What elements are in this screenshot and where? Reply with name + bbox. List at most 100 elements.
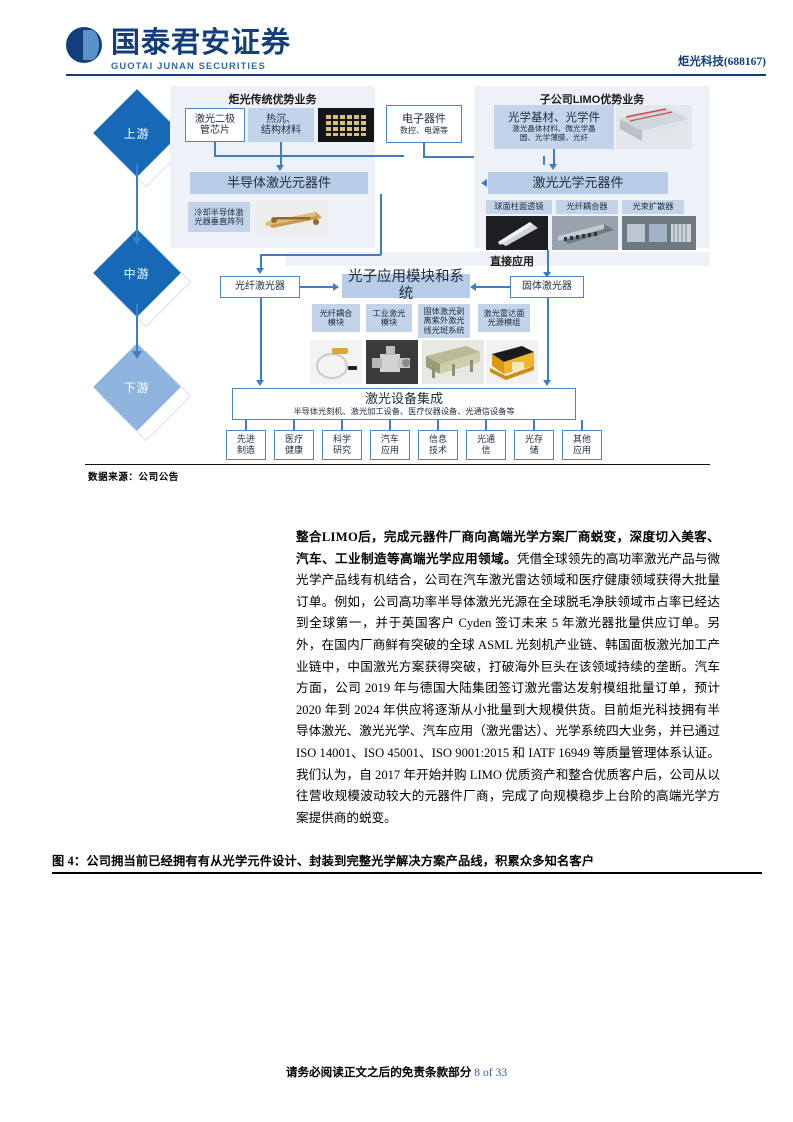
- fiber-module-icon: [310, 340, 362, 384]
- arrow-fiber-to-integration: [256, 380, 264, 386]
- body-paragraph: 整合LIMO后，完成元器件厂商向高端光学方案厂商蜕变，深度切入美客、汽车、工业制…: [296, 527, 720, 829]
- box-lidar-light-source: 激光雷达面 光源模组: [478, 304, 530, 332]
- bar-laser-optics-component: 激光光学元器件: [488, 172, 668, 194]
- app-automotive: 汽车 应用: [370, 430, 410, 460]
- box-laser-equipment-integration: 激光设备集成 半导体光刻机、激光加工设备、医疗仪器设备、光通信设备等: [232, 388, 576, 420]
- conn-bus-to-component: [280, 155, 282, 166]
- direct-application-title: 直接应用: [490, 256, 534, 268]
- spine-upstream-to-midstream: [132, 164, 142, 245]
- footer-page-number: 8 of 33: [474, 1066, 508, 1079]
- app-other: 其他 应用: [562, 430, 602, 460]
- image-optical-wafer: [616, 105, 692, 149]
- company-logo: 国泰君安证券 GUOTAI JUNAN SECURITIES: [66, 27, 291, 71]
- image-industrial-module: [366, 340, 418, 384]
- body-main-text: 凭借全球领先的高功率激光产品与微光学产品线有机结合，公司在汽车激光雷达领域和医疗…: [296, 551, 720, 825]
- laser-bar-icon: [256, 200, 328, 236]
- app-scientific-research: 科学 研究: [322, 430, 362, 460]
- arrow-solid-to-modules: [470, 283, 476, 291]
- conn-solid-laser-down: [547, 298, 549, 382]
- lidar-module-icon: [486, 340, 538, 384]
- conn-optics-down: [553, 149, 555, 165]
- lens-icon: [486, 216, 548, 250]
- box-laser-diode-chip: 激光二极 管芯片: [185, 108, 245, 142]
- box-industrial-laser-module: 工业激光 模块: [366, 304, 412, 332]
- conn-semiconductor-to-direct: [380, 194, 382, 255]
- arrow-to-solid-laser: [543, 272, 551, 278]
- image-lidar-module: [486, 340, 538, 384]
- conn-left-bus-down: [260, 254, 381, 256]
- app-optical-storage: 光存 储: [514, 430, 554, 460]
- conn-fiber-to-modules: [300, 286, 334, 288]
- electronics-title: 电子器件: [402, 113, 446, 126]
- app-optical-communication: 光通 信: [466, 430, 506, 460]
- industry-chain-diagram: 上游 中游 下游 炬光传统优势业务 激光二极 管芯片 热沉、 结构材料: [90, 82, 710, 462]
- box-spherical-cylindrical-lens: 球面柱面透镜: [486, 200, 552, 214]
- stage-upstream-label: 上游: [123, 126, 151, 141]
- stage-midstream-label: 中游: [123, 266, 151, 281]
- conn-left-to-fiber-laser: [260, 254, 262, 270]
- optics-title: 光学基材、光学件: [508, 111, 600, 124]
- conn-app-3: [389, 420, 391, 430]
- figure-source-note: 数据来源：公司公告: [88, 473, 179, 483]
- optics-sub: 激光晶体材料、微光学晶 圆、光学薄膜、光纤: [512, 123, 596, 142]
- industrial-module-icon: [366, 340, 418, 384]
- image-diode-array: [318, 108, 374, 142]
- panel-direct-application: [286, 252, 710, 266]
- arrow-solid-to-integration: [543, 380, 551, 386]
- image-lift-off-system: [422, 340, 484, 384]
- integration-title: 激光设备集成: [364, 390, 443, 406]
- conn-app-1: [293, 420, 295, 430]
- brand-name-en: GUOTAI JUNAN SECURITIES: [111, 60, 266, 71]
- conn-optics-to-solid-laser: [547, 250, 549, 274]
- conn-app-0: [245, 420, 247, 430]
- page-footer: 请务必阅读正文之后的免责条款部分 8 of 33: [0, 1064, 793, 1080]
- box-electronic-devices: 电子器件 数控、电源等: [386, 105, 462, 143]
- box-fiber-coupler: 光纤耦合器: [556, 200, 618, 214]
- conn-chip-down: [214, 142, 216, 156]
- optical-wafer-icon: [616, 105, 692, 149]
- image-laser-bar: [256, 200, 328, 236]
- logo-mark-icon: [66, 27, 102, 63]
- box-fiber-coupling-module: 光纤耦合 模块: [312, 304, 360, 332]
- box-heatsink-material: 热沉、 结构材料: [248, 108, 314, 142]
- arrow-fiber-to-modules: [333, 283, 339, 291]
- arrow-to-laser-optics-component: [549, 164, 557, 170]
- panel-traditional-title: 炬光传统优势业务: [228, 94, 317, 106]
- image-fiber-module: [310, 340, 362, 384]
- bar-photonic-modules-systems: 光子应用模块和系统: [342, 269, 470, 302]
- box-optical-substrate: 光学基材、光学件 激光晶体材料、微光学晶 圆、光学薄膜、光纤: [494, 105, 614, 149]
- figure-4-caption: 图 4：公司拥当前已经拥有有从光学元件设计、封装到完整光学解决方案产品线，积累众…: [52, 854, 595, 868]
- box-fiber-laser: 光纤激光器: [220, 276, 300, 298]
- arrow-to-semiconductor-component: [276, 165, 284, 171]
- brand-name-cn: 国泰君安证券: [111, 27, 292, 59]
- header-stock-label: 炬光科技(688167): [677, 56, 766, 68]
- panel-limo-title: 子公司LIMO优势业务: [539, 94, 645, 106]
- figure-bottom-divider: [85, 464, 710, 465]
- box-solid-laser: 固体激光器: [510, 276, 584, 298]
- spine-midstream-to-downstream: [132, 304, 142, 359]
- page-header: 国泰君安证券 GUOTAI JUNAN SECURITIES 炬光科技(6881…: [0, 0, 793, 78]
- body-lead-sentence: 整合LIMO后，完成元器件厂商向高端光学方案厂商蜕变，深度切入美客、汽车、工业制…: [296, 530, 720, 566]
- conn-left-bus: [214, 155, 404, 157]
- arrow-to-fiber-laser: [256, 268, 264, 274]
- conn-fiber-laser-down: [260, 298, 262, 382]
- app-advanced-manufacturing: 先进 制造: [226, 430, 266, 460]
- box-cooled-vertical-array: 冷却半导体激 光器垂直阵列: [188, 202, 250, 232]
- arrow-into-laser-optics: [481, 179, 487, 187]
- box-solid-laser-lift-off: 固体激光剥 离紫外激光 线光斑系统: [418, 304, 470, 338]
- stage-downstream-label: 下游: [123, 380, 151, 395]
- diode-array-icon: [318, 108, 374, 142]
- conn-electronics-down: [423, 143, 425, 157]
- header-divider: [66, 74, 766, 76]
- image-lens: [486, 216, 548, 250]
- fiber-coupler-icon: [552, 216, 618, 250]
- conn-app-2: [341, 420, 343, 430]
- conn-app-6: [533, 420, 535, 430]
- app-medical-health: 医疗 健康: [274, 430, 314, 460]
- conn-app-7: [581, 420, 583, 430]
- beam-diffuser-icon: [622, 216, 696, 250]
- electronics-sub: 数控、电源等: [400, 125, 448, 135]
- caption-divider: [52, 872, 762, 874]
- conn-electronics-join: [543, 156, 545, 165]
- app-information-technology: 信息 技术: [418, 430, 458, 460]
